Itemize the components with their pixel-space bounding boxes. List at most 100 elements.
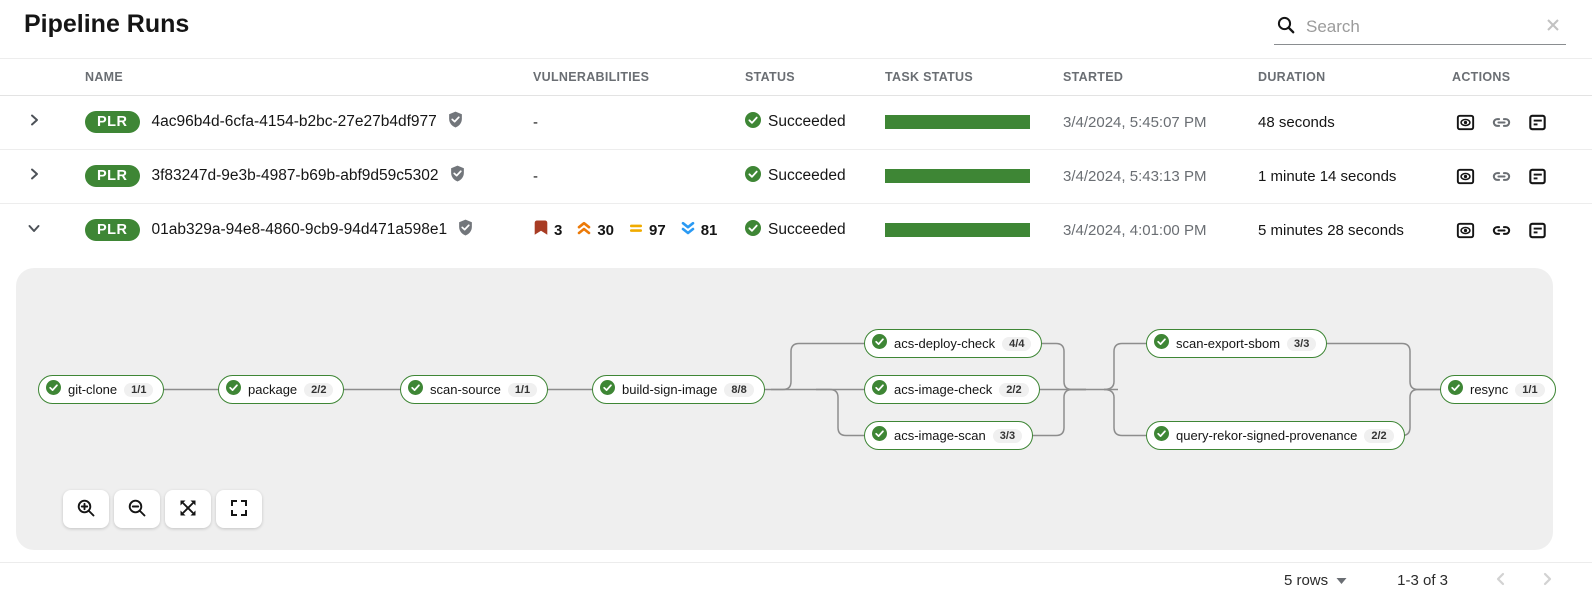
- task-node[interactable]: acs-deploy-check 4/4: [864, 329, 1043, 358]
- logs-button[interactable]: [1524, 109, 1551, 136]
- zoom-in-button[interactable]: [63, 490, 109, 528]
- zoom-out-icon: [126, 497, 148, 522]
- started-cell: 3/4/2024, 4:01:00 PM: [1046, 222, 1241, 239]
- task-node-label: acs-image-scan: [894, 428, 986, 443]
- expand-toggle[interactable]: [0, 220, 68, 241]
- logs-button[interactable]: [1524, 163, 1551, 190]
- link-button[interactable]: [1488, 217, 1515, 244]
- link-button[interactable]: [1488, 109, 1515, 136]
- severity-count: 30: [597, 221, 615, 239]
- view-output-button[interactable]: [1452, 217, 1479, 244]
- pipeline-edges: [144, 342, 1448, 437]
- task-status-bar: [885, 169, 1030, 183]
- vulnerabilities-cell: -: [516, 114, 728, 131]
- task-success-icon: [599, 378, 616, 400]
- task-node-badge: 2/2: [1364, 428, 1394, 443]
- success-check-icon: [744, 218, 762, 241]
- task-node-badge: 1/1: [1515, 382, 1545, 397]
- status-cell: Succeeded: [728, 110, 868, 133]
- chevron-down-icon: [26, 220, 42, 241]
- task-success-icon: [871, 378, 888, 400]
- column-header-actions: ACTIONS: [1452, 70, 1511, 84]
- task-node-badge: 8/8: [724, 382, 754, 397]
- task-node[interactable]: scan-export-sbom 3/3: [1146, 329, 1328, 358]
- pipeline-run-name[interactable]: 4ac96b4d-6cfa-4154-b2bc-27e27b4df977: [151, 113, 437, 130]
- task-success-icon: [225, 378, 242, 400]
- plr-badge: PLR: [85, 165, 140, 187]
- duration-value: 5 minutes 28 seconds: [1258, 221, 1404, 239]
- task-node-label: acs-image-check: [894, 382, 993, 397]
- task-node[interactable]: query-rekor-signed-provenance 2/2: [1146, 421, 1405, 450]
- plr-badge: PLR: [85, 111, 140, 133]
- expand-arrows-icon: [177, 497, 199, 522]
- search-icon: [1276, 15, 1296, 40]
- signed-shield-icon: [449, 165, 466, 187]
- next-page-button[interactable]: [1536, 568, 1558, 593]
- zoom-out-button[interactable]: [114, 490, 160, 528]
- duration-cell: 48 seconds: [1241, 114, 1435, 131]
- task-node[interactable]: acs-image-scan 3/3: [864, 421, 1034, 450]
- task-node-badge: 3/3: [992, 428, 1023, 443]
- success-check-icon: [744, 164, 762, 187]
- task-node[interactable]: build-sign-image 8/8: [592, 375, 765, 404]
- caret-down-icon: [1336, 572, 1347, 589]
- low-severity-icon: [680, 220, 696, 241]
- vulnerabilities-cell: 3 30 97 81: [516, 219, 728, 241]
- column-header-status: STATUS: [745, 70, 795, 84]
- task-success-icon: [1153, 332, 1170, 354]
- task-node[interactable]: package 2/2: [218, 375, 345, 404]
- vulnerabilities-empty: -: [533, 167, 538, 185]
- task-node[interactable]: scan-source 1/1: [400, 375, 549, 404]
- duration-cell: 5 minutes 28 seconds: [1241, 222, 1435, 239]
- column-header-started: STARTED: [1063, 70, 1124, 84]
- view-output-button[interactable]: [1452, 163, 1479, 190]
- fit-to-screen-button[interactable]: [165, 490, 211, 528]
- chevron-right-icon: [26, 166, 42, 187]
- expand-toggle[interactable]: [0, 112, 68, 133]
- column-header-vulnerabilities: VULNERABILITIES: [533, 70, 650, 84]
- severity-count: 81: [700, 221, 718, 239]
- started-cell: 3/4/2024, 5:43:13 PM: [1046, 168, 1241, 185]
- critical-severity-icon: [533, 219, 549, 241]
- logs-button[interactable]: [1524, 217, 1551, 244]
- status-label: Succeeded: [768, 167, 846, 184]
- fullscreen-icon: [228, 497, 250, 522]
- task-status-cell: [868, 223, 1046, 237]
- task-status-cell: [868, 169, 1046, 183]
- graph-controls: [63, 490, 262, 528]
- column-header-task-status: TASK STATUS: [885, 70, 974, 84]
- vulnerabilities-cell: -: [516, 168, 728, 185]
- clear-search-icon[interactable]: [1544, 16, 1562, 39]
- prev-page-button[interactable]: [1490, 568, 1512, 593]
- chevron-right-icon: [26, 112, 42, 133]
- table-row: PLR 4ac96b4d-6cfa-4154-b2bc-27e27b4df977…: [0, 95, 1592, 150]
- critical-severity: 3: [533, 219, 562, 241]
- task-node-label: scan-source: [430, 382, 501, 397]
- duration-value: 48 seconds: [1258, 113, 1335, 131]
- task-node-badge: 4/4: [1002, 336, 1032, 351]
- search-box[interactable]: [1274, 10, 1566, 45]
- view-output-button[interactable]: [1452, 109, 1479, 136]
- task-node-badge: 1/1: [507, 382, 538, 397]
- name-cell: PLR 01ab329a-94e8-4860-9cb9-94d471a598e1: [68, 219, 516, 241]
- fullscreen-button[interactable]: [216, 490, 262, 528]
- task-success-icon: [1447, 378, 1464, 400]
- task-node[interactable]: acs-image-check 2/2: [864, 375, 1040, 404]
- high-severity: 30: [576, 220, 614, 241]
- expand-toggle[interactable]: [0, 166, 68, 187]
- started-value: 3/4/2024, 5:43:13 PM: [1063, 167, 1207, 185]
- link-button[interactable]: [1488, 163, 1515, 190]
- pipeline-run-name[interactable]: 01ab329a-94e8-4860-9cb9-94d471a598e1: [151, 221, 448, 238]
- name-cell: PLR 3f83247d-9e3b-4987-b69b-abf9d59c5302: [68, 165, 516, 187]
- medium-severity-icon: [628, 220, 644, 241]
- started-value: 3/4/2024, 5:45:07 PM: [1063, 113, 1207, 131]
- search-input[interactable]: [1304, 16, 1540, 38]
- task-node[interactable]: resync 1/1: [1440, 375, 1556, 404]
- status-label: Succeeded: [768, 113, 846, 130]
- pipeline-run-name[interactable]: 3f83247d-9e3b-4987-b69b-abf9d59c5302: [151, 167, 439, 184]
- task-node[interactable]: git-clone 1/1: [38, 375, 165, 404]
- page-title: Pipeline Runs: [24, 10, 190, 38]
- severity-count: 97: [649, 221, 666, 239]
- rows-per-page-select[interactable]: 5 rows: [1284, 572, 1347, 589]
- started-cell: 3/4/2024, 5:45:07 PM: [1046, 114, 1241, 131]
